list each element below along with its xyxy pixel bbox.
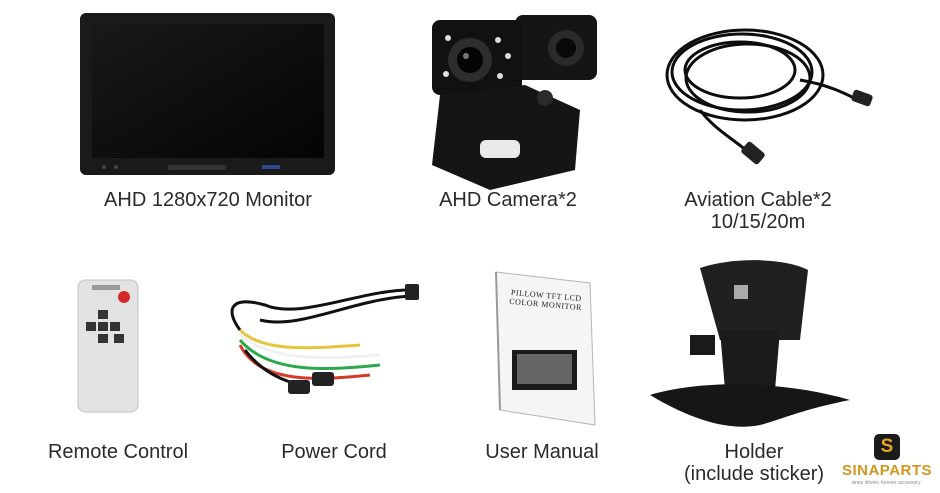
- monitor-label: AHD 1280x720 Monitor: [104, 189, 312, 211]
- logo-brand: SINAPARTS: [841, 462, 933, 479]
- holder-label-line1: Holder: [724, 441, 784, 463]
- sinaparts-logo: S SINAPARTS since driven, forever access…: [838, 432, 934, 490]
- logo-tagline: since driven, forever accessory: [851, 480, 921, 486]
- cable-label-line1: Aviation Cable*2: [684, 189, 832, 211]
- logo-badge-icon: S: [874, 434, 900, 460]
- manual-label: User Manual: [485, 441, 599, 463]
- camera-label: AHD Camera*2: [439, 189, 577, 211]
- holder-label-line2: (include sticker): [683, 463, 825, 485]
- power-cord-label: Power Cord: [281, 441, 387, 463]
- remote-label: Remote Control: [47, 441, 189, 463]
- cable-label-line2: 10/15/20m: [710, 211, 806, 233]
